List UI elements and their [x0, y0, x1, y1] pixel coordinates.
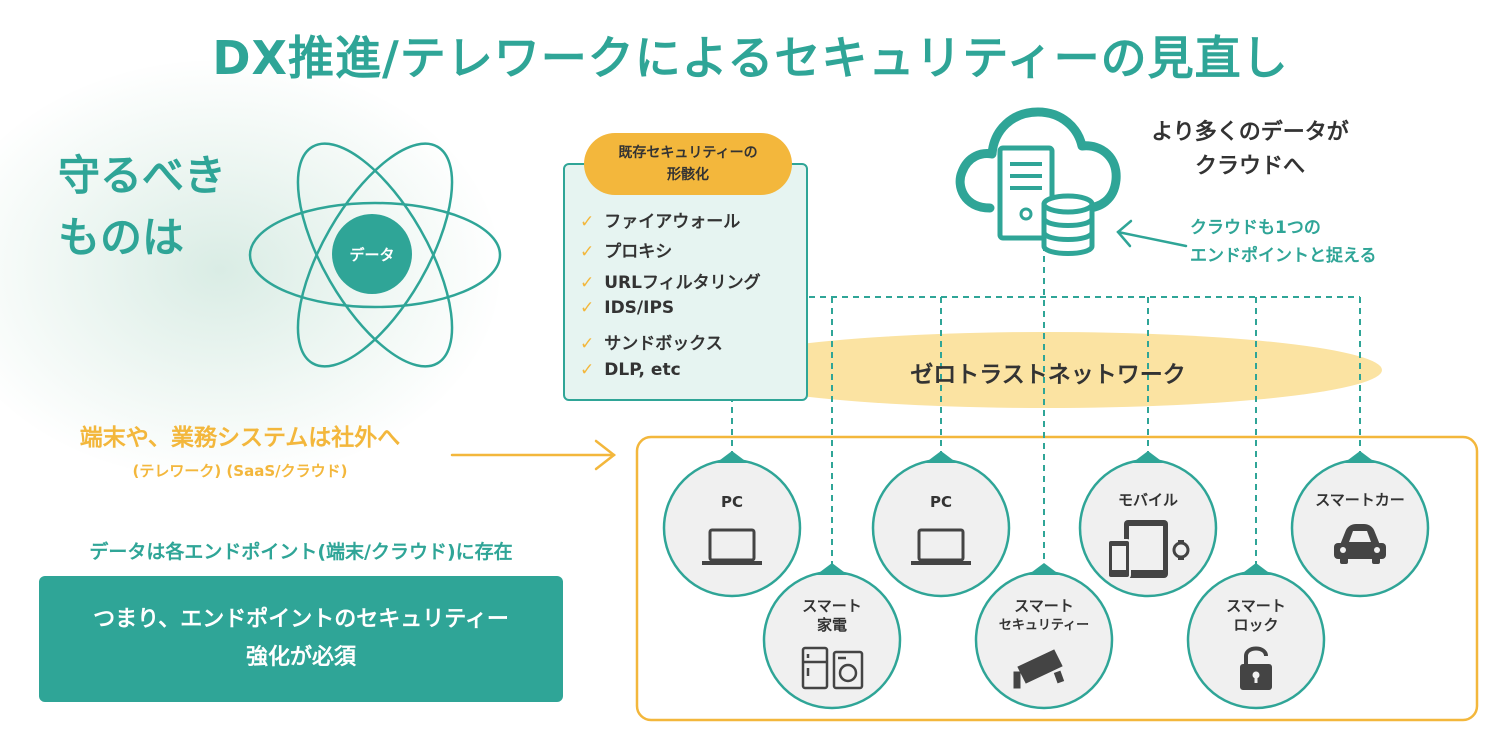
check-icon: ✓: [580, 212, 595, 232]
cloud-caption: より多くのデータが クラウドへ: [1125, 116, 1375, 184]
checklist-item: ✓サンドボックス: [580, 334, 723, 354]
server-icon: [997, 145, 1055, 241]
checklist-header: 既存セキュリティーの 形骸化: [584, 133, 792, 195]
protect-line-1: 守るべき: [58, 151, 227, 200]
database-icon: [1041, 193, 1095, 256]
cloud-caption-line-1: より多くのデータが: [1151, 120, 1349, 145]
checklist-item: ✓URLフィルタリング: [580, 273, 761, 293]
result-line-2: 強化が必須: [245, 645, 356, 670]
outside-arrow-head: [594, 439, 617, 471]
mobile-devices-icon: [1107, 520, 1190, 579]
cloud-server-icon: [955, 107, 1121, 256]
padlock-icon: [1240, 646, 1272, 690]
cloud-note-line-2: エンドポイントと捉える: [1190, 246, 1377, 266]
laptop-icon: [702, 528, 762, 565]
check-icon: ✓: [580, 273, 595, 293]
check-icon: ✓: [580, 298, 595, 318]
cloud-note-line-1: クラウドも1つの: [1190, 218, 1321, 238]
result-line-1: つまり、エンドポイントのセキュリティー: [93, 607, 509, 632]
orbit-horizontal: [248, 201, 502, 309]
endpoint-label-pc-1: PC: [720, 493, 743, 511]
endpoint-label-smart-security: スマート セキュリティー: [998, 597, 1090, 633]
check-icon: ✓: [580, 334, 595, 354]
background-glow: [0, 60, 500, 480]
orbit-diagonal-1: [296, 142, 454, 368]
data-exists-text: データは各エンドポイント(端末/クラウド)に存在: [89, 541, 513, 563]
laptop-icon: [911, 528, 971, 565]
endpoint-label-smart-appliance: スマート 家電: [802, 597, 862, 634]
checklist-item: ✓IDS/IPS: [580, 298, 675, 318]
checklist-item: ✓DLP, etc: [580, 360, 681, 380]
car-icon: [1334, 524, 1386, 564]
endpoint-smart-security: [974, 563, 1114, 710]
result-box: つまり、エンドポイントのセキュリティー 強化が必須: [39, 576, 563, 702]
atom-diagram: データ: [248, 142, 502, 368]
orbit-diagonal-2: [296, 142, 454, 368]
endpoint-pc-2: [871, 451, 1011, 598]
check-icon: ✓: [580, 242, 595, 262]
data-core-label: データ: [349, 246, 394, 264]
endpoint-smart-car: [1290, 451, 1430, 598]
endpoint-label-mobile: モバイル: [1117, 491, 1178, 509]
endpoint-label-smart-car: スマートカー: [1315, 491, 1405, 509]
protect-line-2: ものは: [58, 213, 185, 262]
checklist-item: ✓ファイアウォール: [580, 212, 741, 232]
cloud-note-arrow-shaft: [1116, 230, 1188, 248]
cloud-caption-line-2: クラウドへ: [1194, 154, 1305, 179]
outside-heading: 端末や、業務システムは社外へ: [79, 425, 401, 451]
endpoint-pc-1: [662, 451, 802, 598]
zero-trust-label: ゼロトラストネットワーク: [910, 362, 1186, 388]
endpoint-smart-appliance: [762, 563, 902, 710]
cloud-note-arrow-head: [1116, 219, 1133, 248]
checklist-item: ✓プロキシ: [580, 242, 673, 262]
security-camera-icon: [1013, 649, 1065, 689]
page-title: DX推進/テレワークによるセキュリティーの見直し: [212, 31, 1289, 85]
check-icon: ✓: [580, 360, 595, 380]
protect-heading: 守るべき ものは: [58, 145, 226, 269]
appliance-icon: [801, 646, 864, 690]
zero-trust-ellipse: [710, 332, 1382, 408]
checklist-header-line-2: 形骸化: [667, 167, 709, 183]
endpoint-smart-lock: [1186, 563, 1326, 710]
endpoint-label-pc-2: PC: [929, 493, 952, 511]
endpoint-frame: [635, 435, 1479, 722]
data-core: [332, 214, 412, 294]
cloud-note: クラウドも1つの エンドポイントと捉える: [1190, 214, 1377, 270]
checklist-header-line-1: 既存セキュリティーの: [618, 145, 758, 161]
outside-subheading: (テレワーク) (SaaS/クラウド): [132, 462, 348, 480]
endpoint-label-smart-lock: スマート ロック: [1226, 597, 1286, 634]
